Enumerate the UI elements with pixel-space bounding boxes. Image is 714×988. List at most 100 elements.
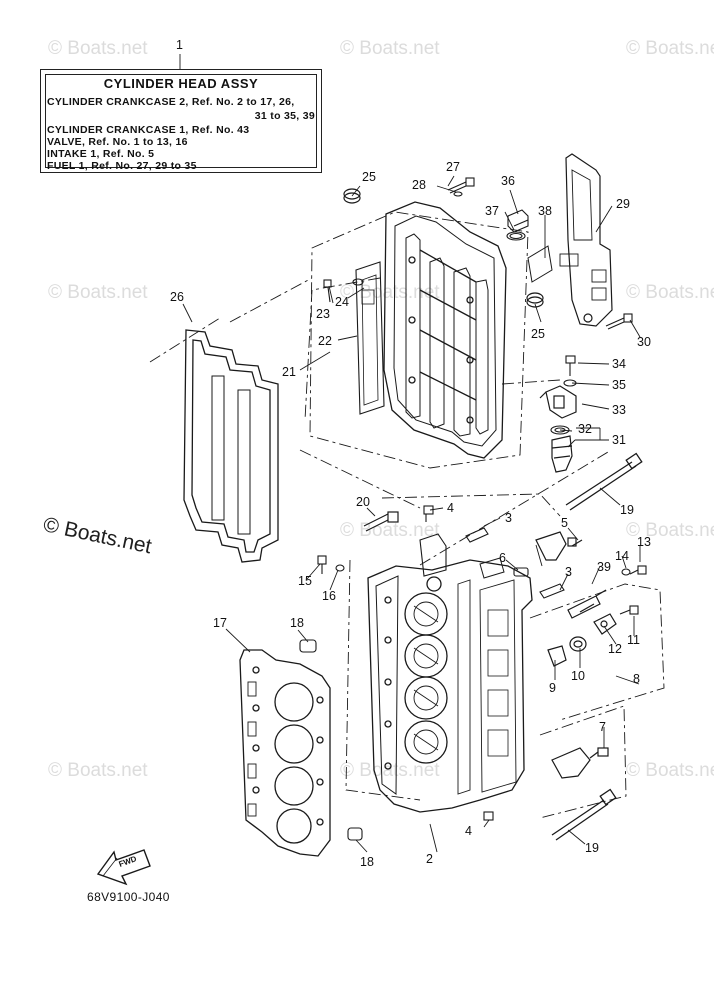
legend-box: CYLINDER HEAD ASSY CYLINDER CRANKCASE 2,… xyxy=(40,69,322,173)
callout-15: 15 xyxy=(298,574,312,588)
part-28-washer xyxy=(453,191,463,197)
watermark: © Boats.net xyxy=(340,38,440,59)
part-7-holder xyxy=(551,747,609,779)
figure-code: 68V9100-J040 xyxy=(87,890,170,904)
callout-4-b: 4 xyxy=(465,824,472,838)
watermark: © Boats.net xyxy=(626,38,714,59)
callout-32: 32 xyxy=(578,422,592,436)
part-26-gasket xyxy=(183,329,279,563)
part-37-o-ring xyxy=(506,231,526,241)
part-23-screw xyxy=(323,279,332,303)
legend-line: CYLINDER CRANKCASE 2, Ref. No. 2 to 17, … xyxy=(47,96,295,108)
part-39-valve xyxy=(567,589,607,619)
part-20-bolt xyxy=(363,511,399,532)
callout-3: 3 xyxy=(505,511,512,525)
part-31-nozzle xyxy=(551,435,573,473)
part-10-ring xyxy=(569,636,587,652)
watermark: © Boats.net xyxy=(48,760,148,781)
callout-13: 13 xyxy=(637,535,651,549)
callout-33: 33 xyxy=(612,403,626,417)
watermark: © Boats.net xyxy=(626,760,714,781)
part-19-bolt xyxy=(551,452,643,841)
part-5-holder xyxy=(535,531,583,561)
fwd-arrow-icon xyxy=(96,849,151,886)
callout-9: 9 xyxy=(549,681,556,695)
watermark: © Boats.net xyxy=(626,282,714,303)
part-35-washer xyxy=(563,379,577,387)
callout-numbers: 1 25 27 28 36 37 38 29 26 24 23 25 30 22… xyxy=(170,38,651,869)
callout-1: 1 xyxy=(176,38,183,52)
part-32-o-ring xyxy=(550,425,570,435)
legend-line: 31 to 35, 39 xyxy=(254,110,315,122)
part-4-plug xyxy=(423,505,494,821)
leader-lines xyxy=(179,54,641,853)
part-3-pin xyxy=(465,527,565,599)
callout-38: 38 xyxy=(538,204,552,218)
callout-36: 36 xyxy=(501,174,515,188)
part-21-cylinder-head-cover xyxy=(355,201,507,459)
part-12-holder xyxy=(593,613,617,635)
callout-29: 29 xyxy=(616,197,630,211)
part-6-pin xyxy=(513,567,529,577)
callout-12: 12 xyxy=(608,642,622,656)
part-17-head-gasket xyxy=(239,649,331,857)
callout-39: 39 xyxy=(597,560,611,574)
watermark: © Boats.net xyxy=(340,760,440,781)
part-33-fitting xyxy=(539,385,577,419)
callout-4: 4 xyxy=(447,501,454,515)
callout-5: 5 xyxy=(561,516,568,530)
part-29-bracket xyxy=(559,153,613,327)
legend-title: CYLINDER HEAD ASSY xyxy=(103,76,259,91)
callout-3-b: 3 xyxy=(565,565,572,579)
callout-19: 19 xyxy=(620,503,634,517)
fwd-label: FWD xyxy=(118,854,138,869)
callout-8: 8 xyxy=(633,672,640,686)
callout-30: 30 xyxy=(637,335,651,349)
callout-14: 14 xyxy=(615,549,629,563)
callout-6: 6 xyxy=(499,551,506,565)
part-25-grommet xyxy=(343,188,544,308)
part-11-bolt xyxy=(619,605,639,615)
legend-line: FUEL 1, Ref. No. 27, 29 to 35 xyxy=(47,160,197,172)
callout-19-b: 19 xyxy=(585,841,599,855)
part-9-plug xyxy=(547,645,567,667)
callout-10: 10 xyxy=(571,669,585,683)
part-18-dowel xyxy=(299,639,363,841)
callout-37: 37 xyxy=(485,204,499,218)
callout-2: 2 xyxy=(426,852,433,866)
callout-18-b: 18 xyxy=(360,855,374,869)
part-34-bolt xyxy=(565,355,576,376)
callout-17: 17 xyxy=(213,616,227,630)
part-24-grommet xyxy=(352,278,364,286)
callout-34: 34 xyxy=(612,357,626,371)
callout-22: 22 xyxy=(318,334,332,348)
callout-24: 24 xyxy=(335,295,349,309)
watermark: © Boats.net xyxy=(48,38,148,59)
part-36-cap xyxy=(507,209,529,233)
callout-27: 27 xyxy=(446,160,460,174)
callout-11: 11 xyxy=(627,633,640,647)
callout-16: 16 xyxy=(322,589,336,603)
dashed-reference-lines xyxy=(149,211,665,819)
part-27-bolt xyxy=(447,177,475,194)
callout-31: 31 xyxy=(612,433,626,447)
callout-18: 18 xyxy=(290,616,304,630)
callout-20: 20 xyxy=(356,495,370,509)
legend-line: CYLINDER CRANKCASE 1, Ref. No. 43 xyxy=(47,124,250,136)
callout-26: 26 xyxy=(170,290,184,304)
part-2-cylinder-head xyxy=(367,533,533,813)
watermark: © Boats.net xyxy=(340,282,440,303)
part-13-bolt xyxy=(629,565,647,575)
legend-line: INTAKE 1, Ref. No. 5 xyxy=(47,148,155,160)
callout-7: 7 xyxy=(599,720,606,734)
watermark: © Boats.net xyxy=(48,282,148,303)
part-30-bolt xyxy=(605,313,633,330)
callout-25: 25 xyxy=(362,170,376,184)
part-14-washer xyxy=(621,568,631,576)
part-16-washer xyxy=(335,564,345,572)
legend-line: VALVE, Ref. No. 1 to 13, 16 xyxy=(47,136,188,148)
part-38-plate xyxy=(527,245,553,283)
callout-35: 35 xyxy=(612,378,626,392)
legend-inner-border xyxy=(45,74,317,168)
